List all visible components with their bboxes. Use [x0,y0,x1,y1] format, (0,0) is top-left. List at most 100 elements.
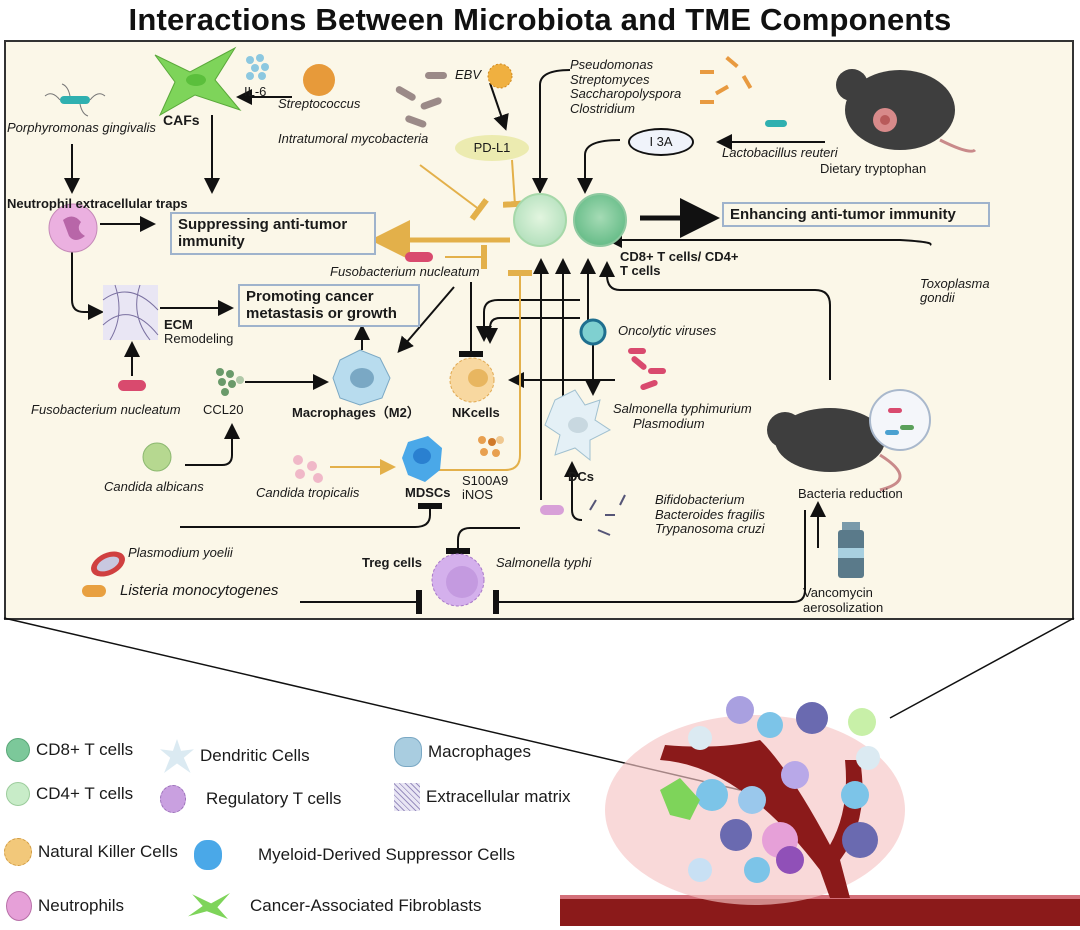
microbe-group-1-item: Clostridium [570,100,636,116]
candida-tropicalis-label: Candida tropicalis [256,485,360,500]
plasmodium-yoelii-icon [91,551,125,577]
salmonella-typhi-icon [540,505,564,515]
microbe-group-1-item: Saccharopolyspora [570,86,682,102]
mdsc-icon [402,436,442,482]
il6-label: IL-6 [244,84,267,99]
treg-cell-icon [431,553,485,607]
legend-item-treg: Regulatory T cells [160,785,341,813]
suppress-line-1: Suppressing anti-tumor [178,216,348,233]
legend-label: Myeloid-Derived Suppressor Cells [258,845,515,864]
tumor-illustration [560,696,1080,926]
listeria-icon [82,585,106,597]
legend-label: CD4+ T cells [36,784,134,803]
candida-albicans-icon [142,442,172,472]
candida-tropicalis-icon [293,455,323,483]
ebv-label: EBV [455,67,482,82]
arrow-oncolytic-to-nk [482,317,580,344]
dcs-label: DCs [568,469,595,484]
streptococcus-label: Streptococcus [278,96,361,111]
microbe-cluster-icon [700,55,753,104]
neutrophil-icon [6,891,32,921]
streptococcus-icon [303,64,335,96]
pdl1-label: PD-L1 [455,135,529,161]
nk-cells-label: NKcells [452,405,500,420]
cafs-label: CAFs [163,112,200,128]
il6-molecules-icon [246,54,269,80]
legend-item-cd8: CD8+ T cells [6,738,133,762]
inhibit-salm-typhi-to-treg [446,527,520,554]
oncolytic-virus-icon [579,318,607,346]
inhibit-plasmodium-to-mdscs [180,503,442,528]
legend-label: Dendritic Cells [200,746,310,765]
neutrophil-icon [48,203,98,253]
arrow-bifido-to-dcs [564,461,583,521]
fusobacterium-icon [118,380,146,391]
macrophage-icon [332,349,391,406]
mouse-icon [767,389,931,492]
nk-cell-icon [449,357,495,403]
salmonella-typhi-label: Salmonella typhi [496,555,592,570]
black-arrows [64,69,932,614]
caf-icon [154,46,242,117]
legend-item-dendritic: Dendritic Cells [160,739,310,773]
treg-cell-icon [160,785,186,813]
arrow-net-to-ecm [71,248,104,320]
microbe-group-2: Bifidobacterium Bacteroides fragilis Try… [655,492,765,537]
net-label: Neutrophil extracellular traps [7,196,188,211]
porphyromonas-icon [44,83,106,117]
arrow-microbes-to-tcells [532,69,571,194]
s100a9-label: S100A9 [462,473,509,488]
lactobacillus-icon [765,120,787,127]
ccl20-molecules-icon [216,368,244,396]
tcells-label: CD8+ T cells/ CD4+ T cells [620,249,739,279]
legend-item-cd4: CD4+ T cells [6,782,133,806]
microbe-group-2-item: Trypanosoma cruzi [655,521,765,537]
legend-item-mdsc: Myeloid-Derived Suppressor Cells [194,840,515,870]
enhance-immunity-box: Enhancing anti-tumor immunity [722,202,990,228]
tumor-cells [660,696,880,883]
listeria-label: Listeria monocytogenes [120,582,279,599]
arrow-fuso-to-macrophages [397,286,455,354]
mycobacteria-label: Intratumoral mycobacteria [278,131,429,146]
legend-label: CD8+ T cells [36,740,134,759]
mdsc-icon [194,840,222,870]
suppress-line-2: immunity [178,233,245,251]
ecm-icon [102,284,159,341]
dendritic-cell-icon [544,389,611,462]
legend-label: Regulatory T cells [206,789,342,808]
dietary-tryptophan-label: Dietary tryptophan [820,161,927,176]
microbe-group-1-item: Pseudomonas [570,57,654,72]
ecm-icon [394,783,420,811]
figure-title: Interactions Between Microbiota and TME … [128,2,952,37]
microbe-group-2-item: Bifidobacterium [655,492,745,507]
vancomycin-label: Vancomycin aerosolization [803,585,883,616]
fusobacterium-top-label: Fusobacterium nucleatum [330,264,480,279]
microbe-group-1-item: Streptomyces [570,71,650,87]
dendritic-cell-icon [160,739,194,773]
cd4-t-cell-icon [6,782,30,806]
cd8-t-cell-icon [573,193,627,247]
mdscs-label: MDSCs [405,485,451,500]
blood-vessel-branch [660,740,863,898]
legend-item-macrophage: Macrophages [394,737,531,767]
inos-label: iNOS [462,487,494,502]
oncolytic-virus-label: Oncolytic viruses [618,323,717,338]
arrow-reduction-to-tcells [599,261,831,380]
macrophage-icon [394,737,422,767]
yellow-arrows [330,159,532,475]
toxoplasma-label: Toxoplasma gondii [920,276,990,306]
legend-label: Natural Killer Cells [38,842,178,861]
lactobacillus-label: Lactobacillus reuteri [722,145,838,160]
legend-item-ecm: Extracellular matrix [394,783,571,811]
tcells-line-2: T cells [620,263,661,279]
i3a-label: I 3A [628,128,694,156]
suppress-immunity-box: Suppressing anti-tumor immunity [170,212,376,255]
zoom-line-left [3,617,741,791]
inhibit-pdl1-to-tcells [502,159,528,208]
toxoplasma-line-2: gondii [920,290,955,306]
ebv-icon [487,63,513,89]
ecm-label: ECM [164,317,193,332]
ecm-remodeling-label: Remodeling [164,331,234,346]
legend-item-neutrophil: Neutrophils [6,891,124,921]
legend-label: Neutrophils [38,896,124,915]
